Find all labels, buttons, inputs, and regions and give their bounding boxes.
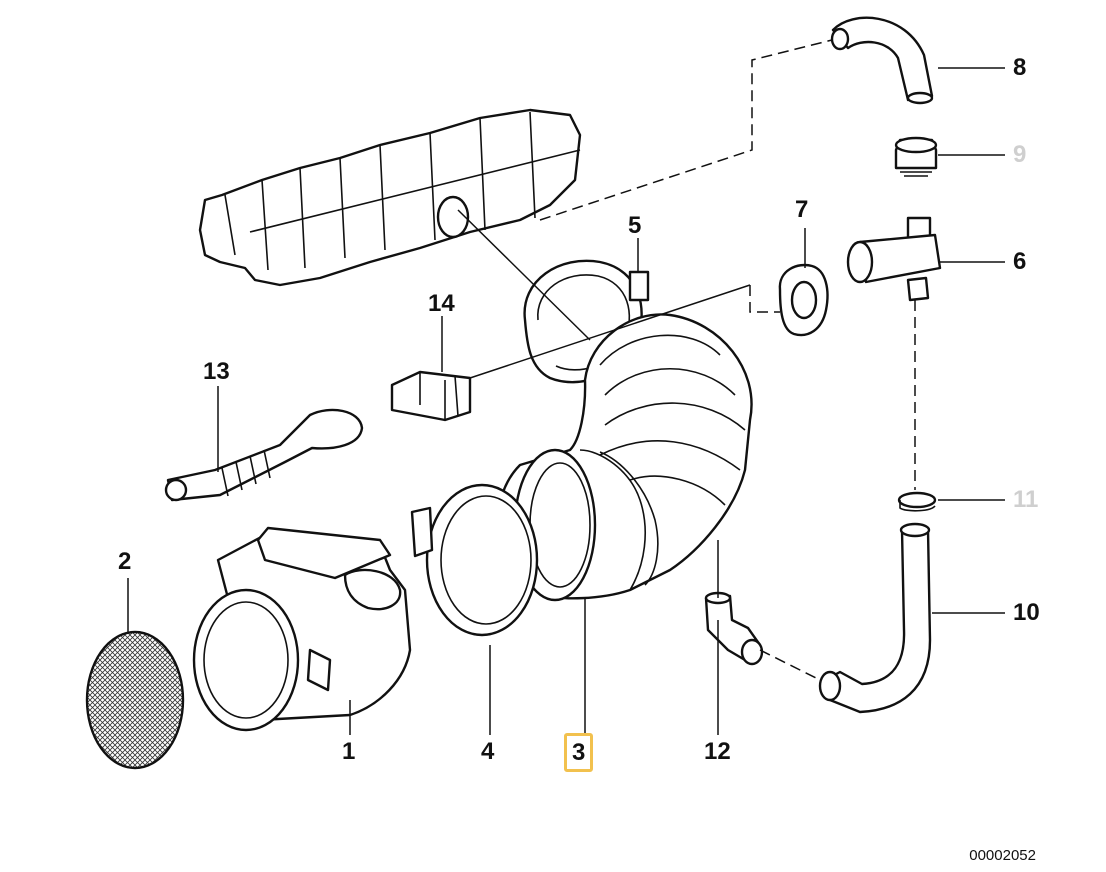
part-6-valve bbox=[846, 216, 942, 302]
label-9[interactable]: 9 bbox=[1013, 141, 1027, 168]
label-10[interactable]: 10 bbox=[1013, 599, 1040, 626]
label-3-highlighted[interactable]: 3 bbox=[564, 733, 594, 772]
label-1[interactable]: 1 bbox=[342, 738, 356, 765]
label-12[interactable]: 12 bbox=[704, 738, 731, 765]
part-10-hose bbox=[818, 522, 932, 714]
part-9-grommet bbox=[894, 136, 938, 177]
part-4-clamp bbox=[410, 483, 539, 637]
part-14-connector bbox=[390, 370, 472, 422]
part-8-hose bbox=[830, 16, 934, 105]
part-1-air-flow-meter bbox=[192, 526, 412, 732]
label-14[interactable]: 14 bbox=[428, 290, 455, 317]
leader-lines bbox=[127, 67, 1005, 735]
diagram-id: 00002052 bbox=[969, 847, 1036, 864]
label-4[interactable]: 4 bbox=[481, 738, 495, 765]
label-5[interactable]: 5 bbox=[628, 212, 642, 239]
intake-manifold bbox=[198, 108, 582, 287]
label-6[interactable]: 6 bbox=[1013, 248, 1027, 275]
label-2[interactable]: 2 bbox=[118, 548, 132, 575]
part-7-gasket bbox=[778, 263, 829, 337]
label-8[interactable]: 8 bbox=[1013, 54, 1027, 81]
dashed-routing-lines bbox=[539, 39, 916, 681]
part-2-filter-screen bbox=[85, 630, 185, 770]
part-13-plug bbox=[164, 408, 364, 502]
part-12-elbow bbox=[704, 591, 764, 666]
part-11-clip bbox=[897, 491, 937, 512]
label-11[interactable]: 11 bbox=[1013, 486, 1039, 513]
label-13[interactable]: 13 bbox=[203, 358, 230, 385]
label-7[interactable]: 7 bbox=[795, 196, 809, 223]
